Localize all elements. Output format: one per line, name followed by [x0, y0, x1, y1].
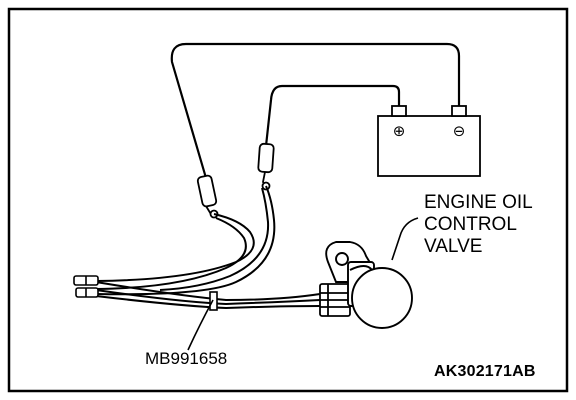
figure-frame — [7, 7, 569, 393]
engine-oil-control-valve — [325, 241, 413, 329]
valve-bolt-hole — [335, 252, 349, 266]
valve-label-line-1: ENGINE OIL — [424, 192, 533, 213]
harness-left-connectors — [73, 275, 99, 298]
positive-lead-wire — [264, 84, 401, 147]
valve-leader-line — [391, 217, 419, 261]
tool-number-label: MB991658 — [145, 349, 228, 368]
battery-negative-symbol: ⊖ — [453, 122, 466, 140]
battery — [377, 105, 481, 177]
valve-solenoid-body — [351, 267, 413, 329]
positive-lead-clip — [257, 142, 275, 191]
battery-positive-terminal — [391, 105, 407, 117]
valve-label-line-3: VALVE — [424, 235, 483, 257]
battery-body — [377, 115, 481, 177]
figure-code-label: AK302171AB — [434, 363, 536, 380]
battery-negative-terminal — [451, 105, 467, 117]
valve-label-line-2: CONTROL — [424, 213, 517, 235]
harness-wires — [95, 185, 321, 310]
engine-oil-control-valve-label: ENGINE OIL CONTROL VALVE — [424, 193, 533, 259]
battery-positive-symbol: ⊕ — [393, 122, 406, 140]
negative-lead-wire — [170, 42, 461, 179]
tool-leader-line — [187, 299, 214, 351]
harness-band — [209, 291, 218, 311]
negative-lead-clip — [196, 174, 219, 219]
valve-harness-connector — [319, 283, 351, 317]
